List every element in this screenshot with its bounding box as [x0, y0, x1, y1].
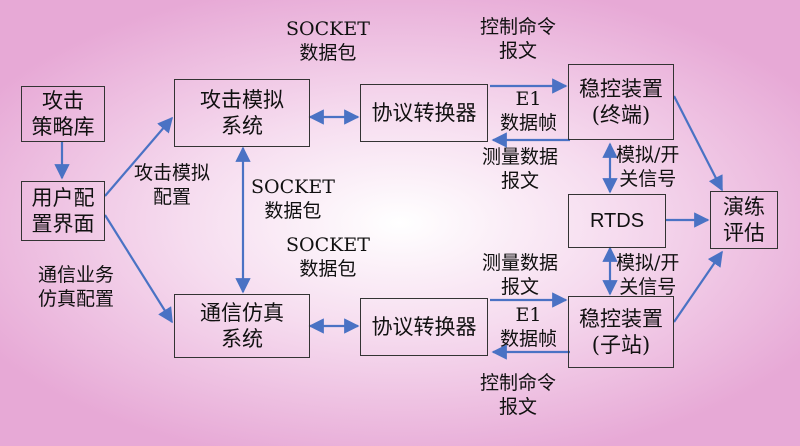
attack-config-label: 攻击模拟 配置: [134, 162, 211, 208]
e1-frame-label-top: E1 数据帧: [500, 88, 558, 134]
analog-signal-label-bottom: 模拟/开 关信号: [616, 252, 680, 298]
socket-label-mid: SOCKET 数据包: [251, 176, 335, 222]
socket-label-top: SOCKET 数据包: [286, 18, 370, 64]
analog-signal-label-top: 模拟/开 关信号: [616, 144, 680, 190]
user-config-interface: 用户配 置界面: [21, 181, 105, 241]
attack-strategy-library: 攻击 策略库: [21, 86, 105, 142]
control-cmd-label-top: 控制命令 报文: [480, 16, 557, 62]
edge-substation-eval: [673, 250, 723, 323]
edge-user-to-attack: [104, 116, 174, 197]
e1-frame-label-bottom: E1 数据帧: [500, 304, 558, 350]
protocol-converter-top: 协议转换器: [360, 84, 488, 142]
socket-label-bottom: SOCKET 数据包: [286, 234, 370, 280]
attack-simulation-system: 攻击模拟 系统: [174, 79, 310, 147]
edge-user-to-comm: [104, 214, 173, 324]
measurement-label-bottom: 测量数据 报文: [482, 252, 559, 298]
edge-terminal-eval: [673, 95, 723, 192]
stability-control-substation: 稳控装置 (子站): [568, 296, 674, 368]
protocol-converter-bottom: 协议转换器: [360, 298, 488, 356]
measurement-label-top: 测量数据 报文: [482, 146, 559, 192]
comm-simulation-system: 通信仿真 系统: [174, 294, 310, 358]
stability-control-terminal: 稳控装置 (终端): [568, 64, 674, 140]
rtds-box: RTDS: [568, 194, 666, 248]
comm-config-label: 通信业务 仿真配置: [38, 264, 115, 310]
drill-evaluation: 演练 评估: [710, 191, 778, 249]
control-cmd-label-bottom: 控制命令 报文: [480, 372, 557, 418]
